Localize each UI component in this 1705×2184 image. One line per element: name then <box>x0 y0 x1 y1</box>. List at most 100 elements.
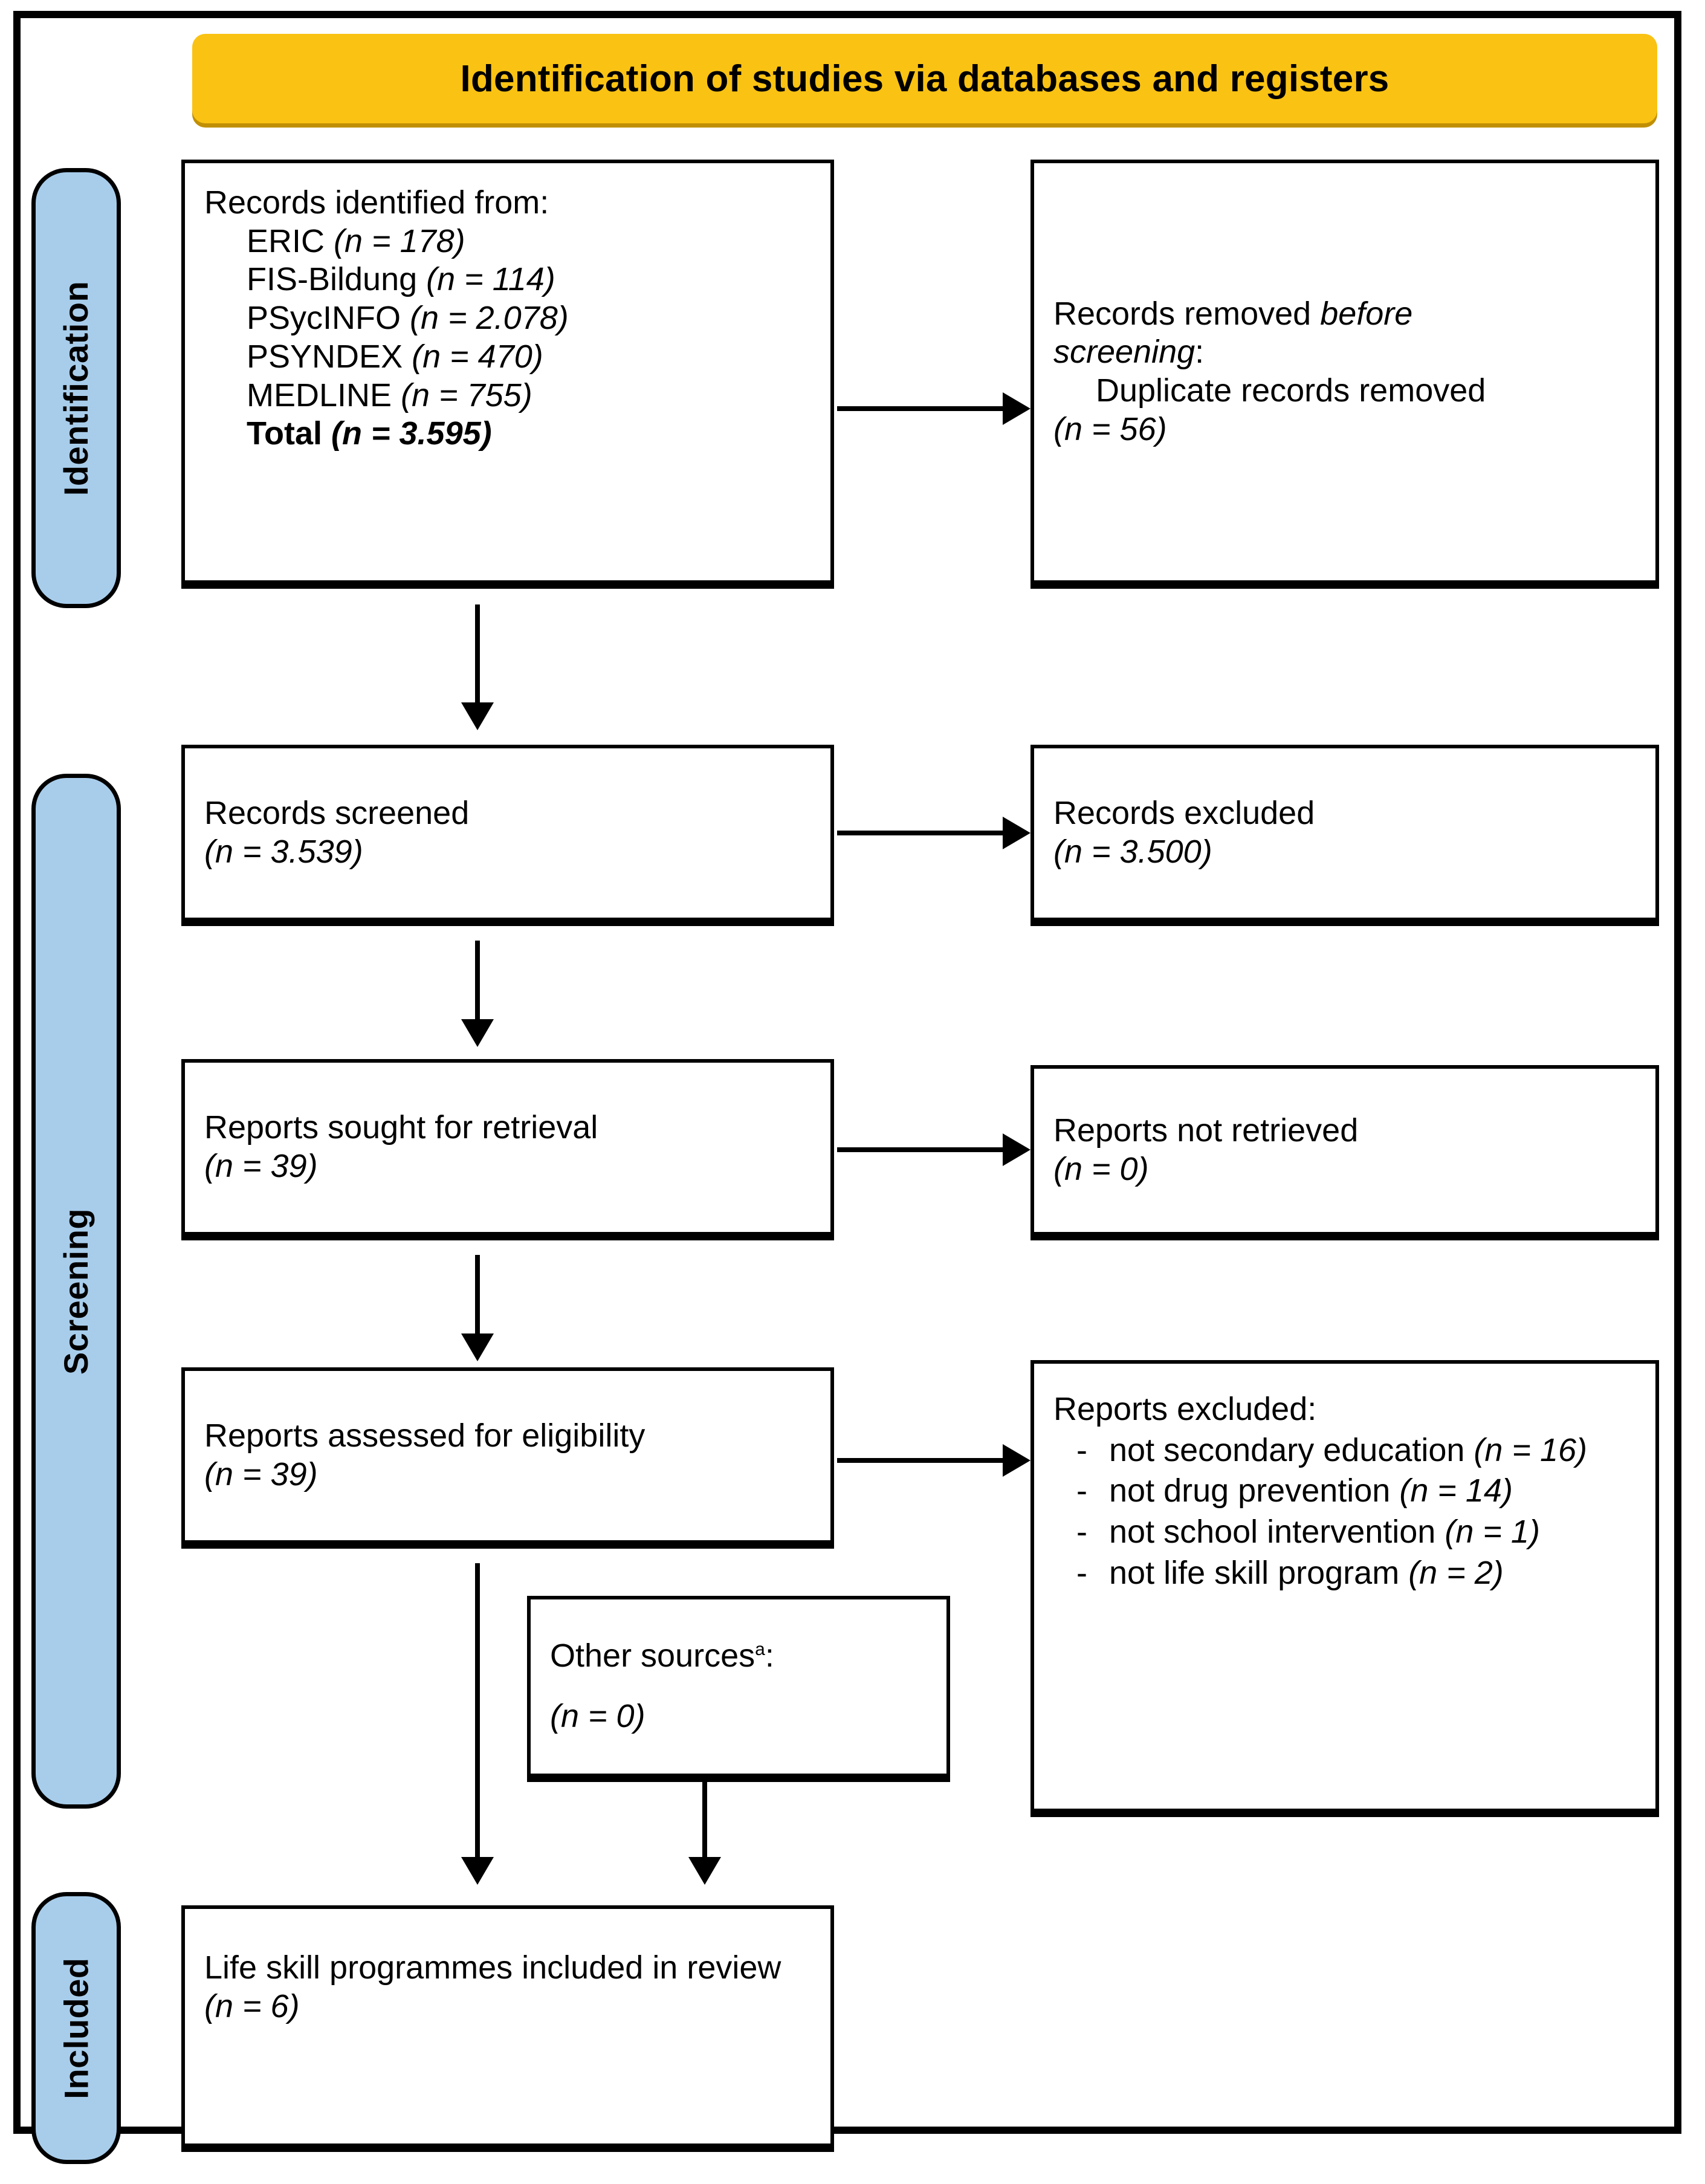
box-reports-not-retrieved: Reports not retrieved (n = 0) <box>1030 1065 1659 1236</box>
connector-identified-to-screened <box>475 604 480 706</box>
records-removed-prefix: Records removed <box>1053 295 1321 332</box>
excluded-reason-label: not life skill program <box>1109 1554 1409 1591</box>
box-reports-excluded-reasons: Reports excluded: - not secondary educat… <box>1030 1360 1659 1812</box>
bullet-dash-icon: - <box>1076 1554 1087 1591</box>
records-identified-title: Records identified from: <box>204 184 549 221</box>
excluded-reason-label: not drug prevention <box>1109 1473 1400 1509</box>
records-removed-screening: screening <box>1053 334 1195 371</box>
source-row-eric: ERIC (n = 178) <box>204 222 569 261</box>
arrowhead-sought-to-assessed <box>461 1333 494 1361</box>
records-removed-before: before <box>1320 295 1413 332</box>
connector-identified-to-removed <box>837 406 1006 411</box>
reports-not-retrieved-title: Reports not retrieved <box>1053 1112 1359 1149</box>
source-count-psyndex: (n = 470) <box>412 338 543 375</box>
records-excluded-title: Records excluded <box>1053 795 1315 832</box>
connector-assessed-to-included <box>475 1563 480 1861</box>
excluded-reason-text: not secondary education (n = 16) <box>1109 1431 1587 1470</box>
source-row-psyndex: PSYNDEX (n = 470) <box>204 338 569 377</box>
other-sources-title: Other sources <box>550 1638 755 1674</box>
footnote-marker-a: a <box>755 1639 765 1660</box>
arrowhead-screened-to-sought <box>461 1019 494 1047</box>
included-title: Life skill programmes included in review <box>204 1949 781 1986</box>
header-title: Identification of studies via databases … <box>460 57 1390 100</box>
connector-screened-to-sought <box>475 941 480 1023</box>
source-count-total: (n = 3.595) <box>331 415 492 452</box>
source-name-eric: ERIC <box>247 222 325 259</box>
excluded-reason-text: not life skill program (n = 2) <box>1109 1554 1587 1593</box>
duplicate-records-removed-label: Duplicate records removed <box>1096 372 1486 409</box>
box-reports-assessed: Reports assessed for eligibility (n = 39… <box>181 1367 834 1544</box>
box-included-programmes: Life skill programmes included in review… <box>181 1905 834 2147</box>
box-records-removed: Records removed before screening: Duplic… <box>1030 160 1659 584</box>
connector-sought-to-assessed <box>475 1255 480 1337</box>
source-name-total: Total <box>247 415 322 452</box>
source-name-psycinfo: PSycINFO <box>247 300 401 337</box>
excluded-reason-count: (n = 2) <box>1408 1554 1504 1591</box>
source-row-psycinfo: PSycINFO (n = 2.078) <box>204 299 569 338</box>
excluded-reason-row: - not drug prevention (n = 14) <box>1053 1472 1587 1511</box>
stage-screening-text: Screening <box>57 1208 95 1375</box>
bullet-dash-icon: - <box>1076 1473 1087 1509</box>
box-records-identified: Records identified from: ERIC (n = 178) … <box>181 160 834 584</box>
other-sources-count: (n = 0) <box>550 1698 645 1734</box>
records-excluded-count: (n = 3.500) <box>1053 834 1212 870</box>
records-removed-line1: Records removed before <box>1053 295 1486 334</box>
arrowhead-identified-to-removed <box>1003 392 1030 425</box>
records-removed-line2: screening: <box>1053 333 1486 372</box>
source-name-fis-bildung: FIS-Bildung <box>247 261 418 298</box>
connector-assessed-to-reports-excluded <box>837 1458 1006 1463</box>
reports-not-retrieved-count: (n = 0) <box>1053 1151 1149 1187</box>
excluded-reason-row: - not life skill program (n = 2) <box>1053 1554 1587 1593</box>
excluded-reason-text: not school intervention (n = 1) <box>1109 1513 1587 1552</box>
excluded-reason-row: - not secondary education (n = 16) <box>1053 1431 1587 1470</box>
source-name-medline: MEDLINE <box>247 377 392 413</box>
records-screened-title: Records screened <box>204 795 470 832</box>
excluded-reason-label: not school intervention <box>1109 1514 1445 1551</box>
excluded-reason-row: - not school intervention (n = 1) <box>1053 1513 1587 1552</box>
reports-assessed-count: (n = 39) <box>204 1456 318 1492</box>
reports-assessed-title: Reports assessed for eligibility <box>204 1418 645 1454</box>
duplicate-records-removed-count: (n = 56) <box>1053 410 1167 447</box>
arrowhead-other-sources-to-included <box>688 1857 721 1885</box>
excluded-reason-text: not drug prevention (n = 14) <box>1109 1472 1587 1511</box>
source-count-eric: (n = 178) <box>334 222 465 259</box>
excluded-reason-count: (n = 16) <box>1474 1431 1588 1468</box>
source-count-medline: (n = 755) <box>401 377 532 413</box>
excluded-reason-label: not secondary education <box>1109 1431 1474 1468</box>
stage-included-text: Included <box>57 1957 95 2099</box>
stage-label-screening: Screening <box>31 774 121 1809</box>
arrowhead-assessed-to-reports-excluded <box>1003 1444 1030 1477</box>
header-banner: Identification of studies via databases … <box>192 34 1657 123</box>
records-removed-colon: : <box>1195 334 1205 371</box>
included-count: (n = 6) <box>204 1988 300 2024</box>
box-other-sources: Other sourcesa: (n = 0) <box>527 1596 950 1777</box>
bullet-dash-icon: - <box>1076 1431 1087 1468</box>
stage-identification-text: Identification <box>57 280 95 496</box>
stage-label-included: Included <box>31 1892 121 2164</box>
reports-sought-title: Reports sought for retrieval <box>204 1109 598 1146</box>
stage-label-identification: Identification <box>31 168 121 608</box>
connector-screened-to-excluded <box>837 831 1006 835</box>
excluded-reason-count: (n = 14) <box>1399 1473 1513 1509</box>
arrowhead-sought-to-not-retrieved <box>1003 1133 1030 1166</box>
reports-excluded-title: Reports excluded: <box>1053 1391 1317 1427</box>
connector-other-sources-to-included <box>702 1782 707 1861</box>
reports-sought-count: (n = 39) <box>204 1148 318 1184</box>
bullet-dash-icon: - <box>1076 1514 1087 1551</box>
excluded-reason-count: (n = 1) <box>1445 1514 1540 1551</box>
other-sources-title-row: Other sourcesa: <box>550 1637 774 1676</box>
box-reports-sought: Reports sought for retrieval (n = 39) <box>181 1059 834 1236</box>
arrowhead-screened-to-excluded <box>1003 817 1030 849</box>
connector-sought-to-not-retrieved <box>837 1147 1006 1152</box>
box-records-screened: Records screened (n = 3.539) <box>181 745 834 921</box>
source-count-psycinfo: (n = 2.078) <box>410 300 569 337</box>
arrowhead-assessed-to-included <box>461 1857 494 1885</box>
arrowhead-identified-to-screened <box>461 702 494 730</box>
source-count-fis-bildung: (n = 114) <box>426 261 555 298</box>
records-screened-count: (n = 3.539) <box>204 834 363 870</box>
source-row-total: Total (n = 3.595) <box>204 415 569 453</box>
source-name-psyndex: PSYNDEX <box>247 338 403 375</box>
source-row-medline: MEDLINE (n = 755) <box>204 377 569 415</box>
other-sources-colon: : <box>765 1638 774 1674</box>
